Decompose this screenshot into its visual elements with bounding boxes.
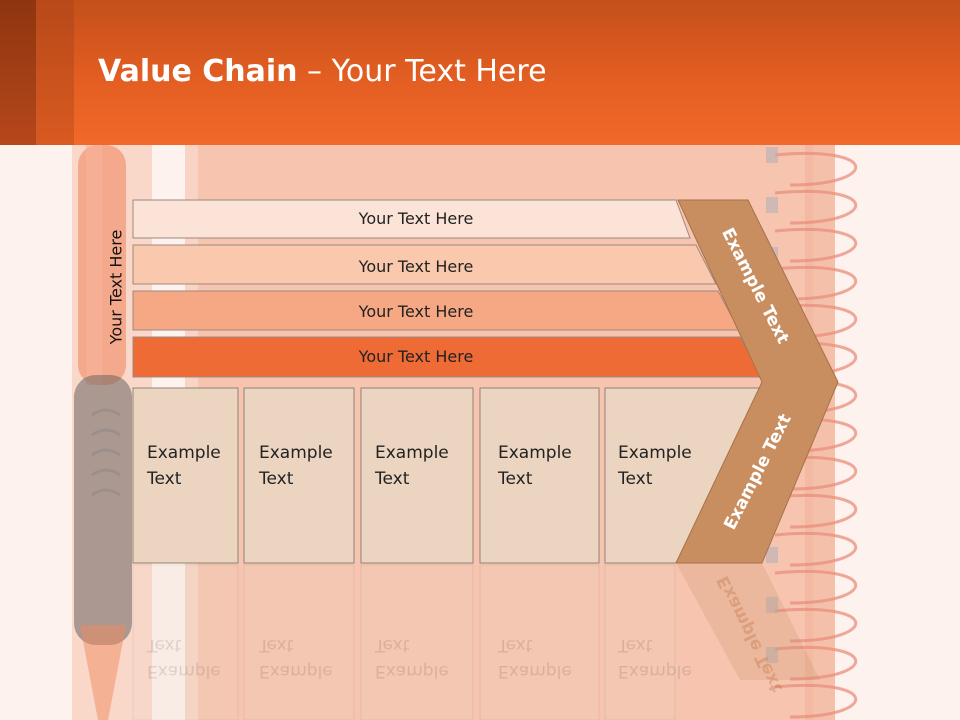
column-text-3-line2: Text	[375, 469, 410, 489]
column-reflection-1-line2: Text	[147, 635, 182, 655]
column-reflection-1-line1: Example	[147, 661, 221, 681]
column-reflection-3: Example Text	[375, 632, 449, 684]
column-text-3-line1: Example	[375, 443, 449, 463]
column-reflection-5-line2: Text	[618, 635, 653, 655]
row-label-3: Your Text Here	[358, 302, 474, 321]
slide-title: Value Chain – Your Text Here	[98, 54, 547, 89]
column-box-3	[360, 387, 474, 564]
row-label-1: Your Text Here	[358, 209, 474, 228]
column-box-1	[132, 387, 239, 564]
column-reflection-3-line2: Text	[375, 635, 410, 655]
slide-title-rest: – Your Text Here	[297, 54, 547, 89]
column-reflection-5-line1: Example	[618, 661, 692, 681]
column-text-1-line2: Text	[147, 469, 182, 489]
column-text-5-line2: Text	[618, 469, 653, 489]
column-reflection-4-line2: Text	[498, 635, 533, 655]
column-box-4	[479, 387, 600, 564]
slide-header: Value Chain – Your Text Here	[0, 0, 960, 145]
column-text-4-line2: Text	[498, 469, 533, 489]
chevron-reflection	[676, 563, 820, 680]
row-label-4: Your Text Here	[358, 347, 474, 366]
header-accent-band-dark	[0, 0, 36, 145]
column-reflection-4: Example Text	[498, 632, 572, 684]
row-label-2: Your Text Here	[358, 257, 474, 276]
value-chevron	[675, 199, 839, 564]
column-text-4-line1: Example	[498, 443, 572, 463]
row-band-1	[132, 199, 691, 239]
column-text-1-line1: Example	[147, 443, 221, 463]
column-text-2-line1: Example	[259, 443, 333, 463]
column-reflection-3-line1: Example	[375, 661, 449, 681]
column-reflection-2-line1: Example	[259, 661, 333, 681]
column-reflection-2: Example Text	[259, 632, 333, 684]
column-text-5-line1: Example	[618, 443, 692, 463]
column-reflection-4-line1: Example	[498, 661, 572, 681]
column-reflection-5: Example Text	[618, 632, 692, 684]
column-reflection-2-line2: Text	[259, 635, 294, 655]
header-accent-band	[36, 0, 74, 145]
column-text-2-line2: Text	[259, 469, 294, 489]
side-axis-label: Your Text Here	[106, 229, 126, 345]
slide-title-bold: Value Chain	[98, 54, 298, 89]
column-reflection-1: Example Text	[147, 632, 221, 684]
row-band-2	[132, 244, 717, 285]
column-box-2	[243, 387, 355, 564]
